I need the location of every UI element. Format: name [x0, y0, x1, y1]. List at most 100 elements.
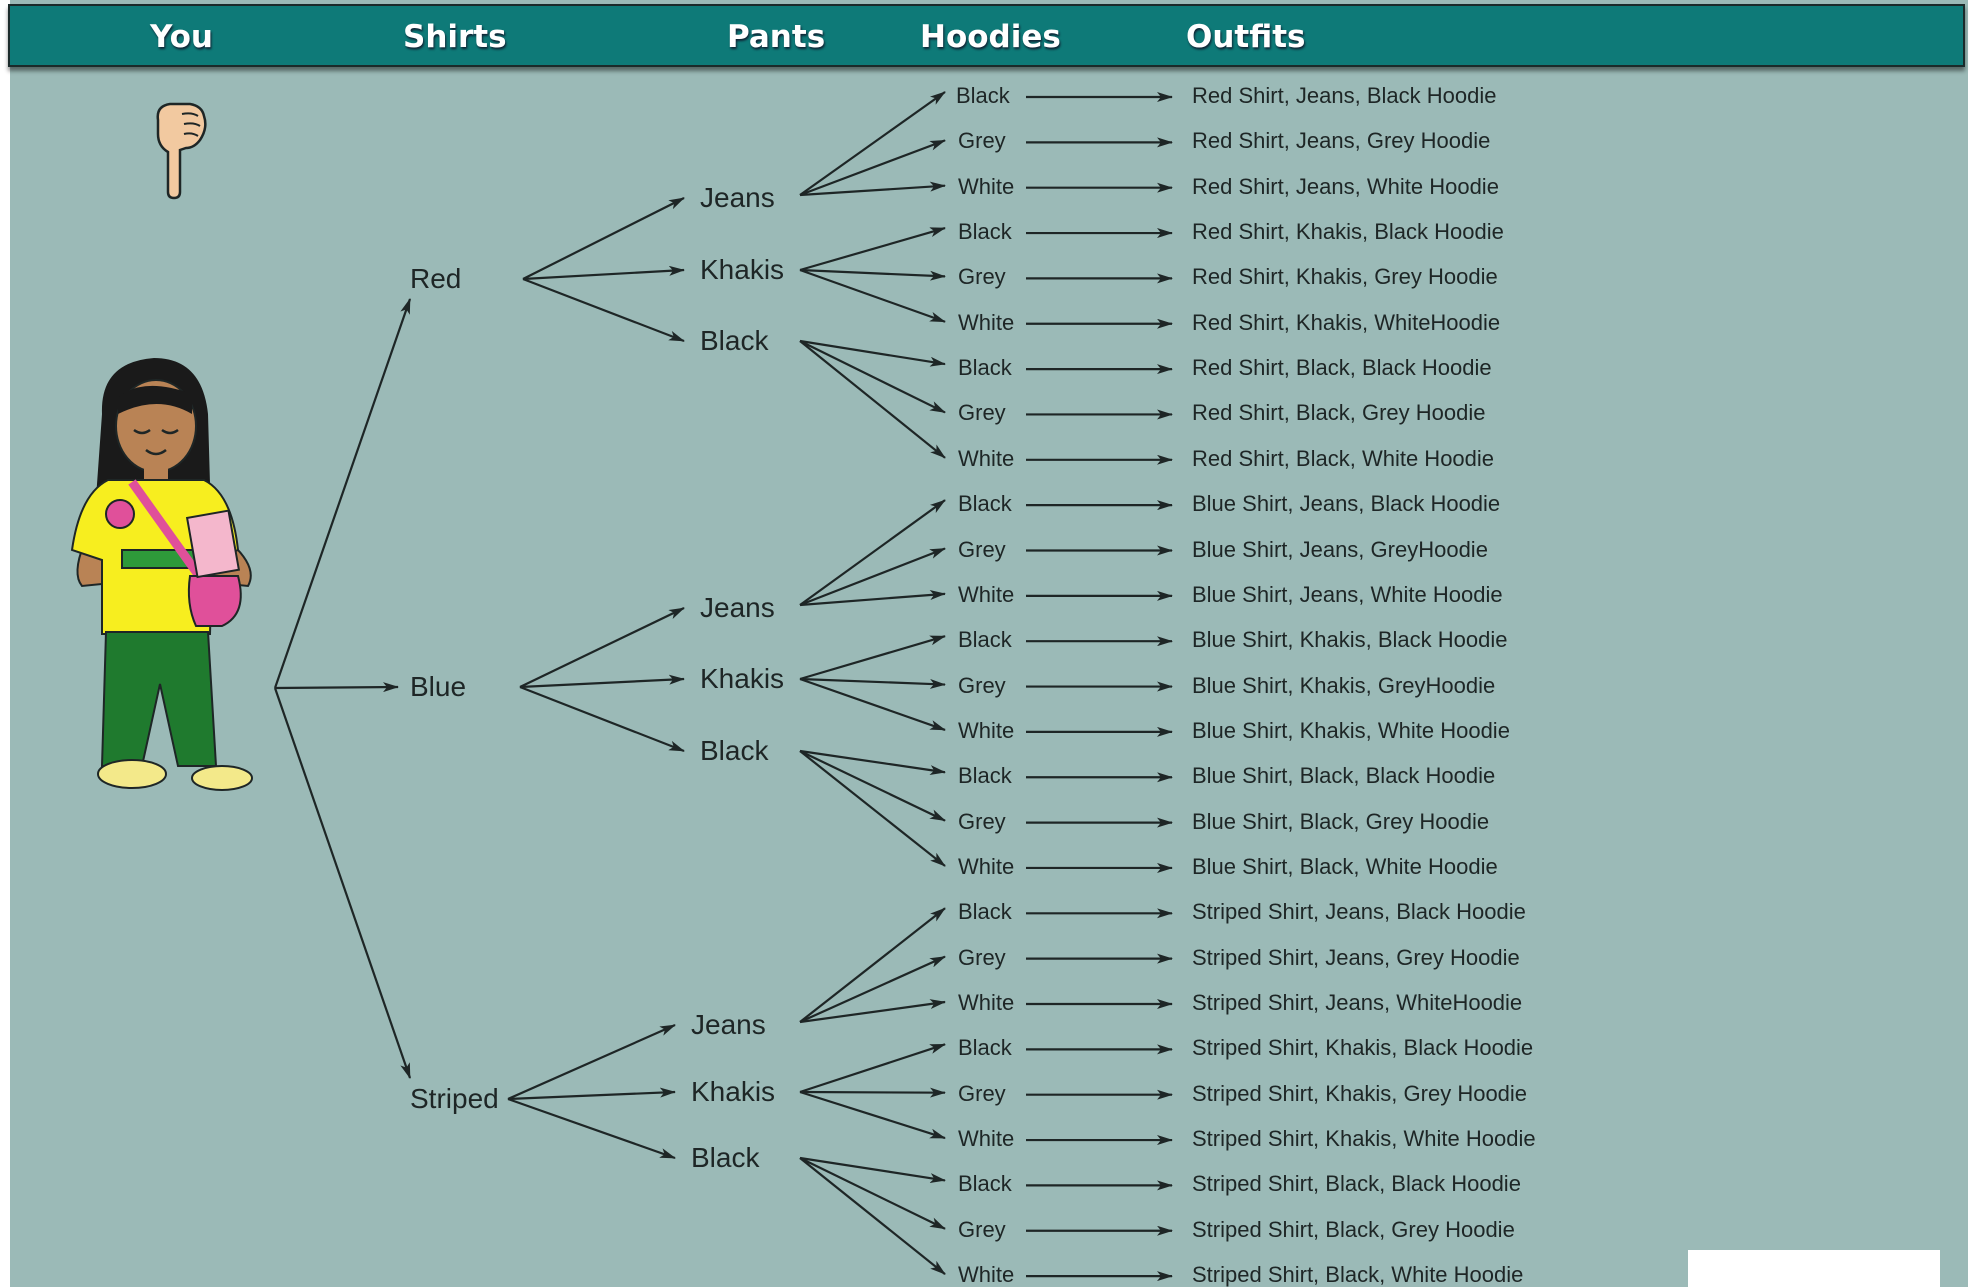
arrow-you-to-blue	[274, 682, 399, 693]
girl-illustration	[70, 358, 253, 791]
shirt-blue: Blue	[410, 671, 467, 702]
arrow-pants-to-hoodie	[799, 139, 946, 197]
outfit-item: Red Shirt, Jeans, White Hoodie	[1192, 173, 1499, 199]
hoodie-grey: Grey	[958, 1216, 1006, 1242]
pants-black: Black	[700, 325, 769, 356]
header-pants: Pants	[727, 19, 826, 55]
hoodie-grey: Grey	[958, 264, 1006, 290]
outfit-item: Red Shirt, Khakis, WhiteHoodie	[1192, 309, 1501, 335]
pants-khakis: Khakis	[700, 663, 785, 694]
arrow-pants-to-hoodie	[799, 635, 946, 681]
outfit-item: Striped Shirt, Jeans, Black Hoodie	[1192, 899, 1526, 925]
header-shirts: Shirts	[403, 19, 507, 55]
hoodie-black: Black	[956, 83, 1010, 108]
outfit-item: Blue Shirt, Black, White Hoodie	[1192, 853, 1498, 879]
header-you: You	[150, 19, 213, 55]
arrow-pants-to-hoodie	[799, 1157, 946, 1230]
hoodie-white: White	[958, 717, 1015, 743]
pants-khakis: Khakis	[691, 1076, 776, 1107]
arrow-you-to-striped	[273, 687, 412, 1079]
outfit-item: Red Shirt, Khakis, Black Hoodie	[1192, 219, 1504, 245]
arrow-pants-to-hoodie	[799, 677, 946, 689]
outfit-item: Striped Shirt, Black, Grey Hoodie	[1192, 1216, 1515, 1242]
shirt-red: Red	[410, 263, 462, 294]
arrow-striped-to-jeans	[507, 1023, 676, 1101]
arrow-red-to-jeans	[522, 197, 685, 280]
outfit-item: Striped Shirt, Khakis, Black Hoodie	[1192, 1035, 1534, 1061]
outfit-item: Red Shirt, Khakis, Grey Hoodie	[1192, 264, 1498, 290]
shirt-striped: Striped	[410, 1083, 499, 1114]
hoodie-black: Black	[958, 355, 1012, 381]
hoodie-grey: Grey	[958, 944, 1006, 970]
outfit-item: Red Shirt, Black, Black Hoodie	[1192, 355, 1492, 381]
pants-jeans: Jeans	[700, 592, 775, 623]
outfit-item: Blue Shirt, Black, Grey Hoodie	[1192, 808, 1490, 834]
hoodie-white: White	[958, 309, 1015, 335]
hoodie-grey: Grey	[958, 808, 1006, 834]
pants-jeans: Jeans	[700, 182, 775, 213]
arrow-pants-to-hoodie	[799, 677, 946, 731]
arrow-pants-to-hoodie	[799, 955, 946, 1024]
outfit-item: Striped Shirt, Khakis, White Hoodie	[1192, 1126, 1536, 1152]
arrow-pants-to-hoodie	[799, 1087, 946, 1098]
diagram-board	[10, 0, 1968, 1287]
hoodie-black: Black	[958, 1035, 1012, 1061]
outfit-item: Striped Shirt, Black, Black Hoodie	[1192, 1171, 1521, 1197]
pants-khakis: Khakis	[700, 254, 785, 285]
hoodie-white: White	[958, 853, 1015, 879]
pointing-hand-icon	[156, 102, 207, 200]
hoodie-grey: Grey	[958, 400, 1006, 426]
arrow-pants-to-hoodie	[799, 1090, 946, 1140]
arrow-pants-to-hoodie	[799, 999, 946, 1024]
arrow-pants-to-hoodie	[799, 1156, 946, 1184]
hoodie-black: Black	[958, 899, 1012, 925]
outfit-item: Red Shirt, Jeans, Grey Hoodie	[1192, 128, 1491, 154]
arrow-pants-to-hoodie	[799, 750, 946, 867]
arrow-pants-to-hoodie	[799, 1043, 946, 1094]
outfit-item: Red Shirt, Jeans, Black Hoodie	[1192, 83, 1497, 108]
outfit-item: Blue Shirt, Khakis, Black Hoodie	[1192, 627, 1508, 653]
outfit-item: Blue Shirt, Jeans, GreyHoodie	[1192, 536, 1488, 562]
hoodie-white: White	[958, 1262, 1015, 1288]
arrow-pants-to-hoodie	[799, 268, 946, 281]
hoodie-grey: Grey	[958, 672, 1006, 698]
outfit-item: Blue Shirt, Jeans, White Hoodie	[1192, 581, 1503, 607]
arrow-blue-to-black	[519, 685, 685, 753]
hoodie-white: White	[958, 173, 1015, 199]
outfit-item: Striped Shirt, Jeans, Grey Hoodie	[1192, 944, 1520, 970]
hoodie-black: Black	[958, 627, 1012, 653]
hoodie-black: Black	[958, 491, 1012, 517]
arrow-pants-to-hoodie	[799, 181, 946, 197]
arrow-pants-to-hoodie	[799, 547, 946, 607]
outfit-item: Striped Shirt, Khakis, Grey Hoodie	[1192, 1080, 1528, 1106]
hoodie-white: White	[958, 581, 1015, 607]
arrow-pants-to-hoodie	[799, 907, 946, 1023]
arrow-striped-to-khakis	[507, 1087, 676, 1101]
hoodie-black: Black	[958, 219, 1012, 245]
corner-card	[1688, 1250, 1940, 1287]
hoodie-white: White	[958, 445, 1015, 471]
outfit-item: Blue Shirt, Khakis, White Hoodie	[1192, 717, 1510, 743]
arrow-pants-to-hoodie	[799, 749, 946, 776]
arrow-you-to-red	[273, 298, 412, 689]
hoodie-grey: Grey	[958, 128, 1006, 154]
arrow-blue-to-khakis	[519, 674, 685, 689]
arrow-pants-to-hoodie	[799, 1157, 946, 1275]
hoodie-white: White	[958, 990, 1015, 1015]
arrow-pants-to-hoodie	[799, 340, 946, 459]
outfit-item: Blue Shirt, Jeans, Black Hoodie	[1192, 491, 1501, 517]
arrow-pants-to-hoodie	[799, 91, 946, 196]
arrow-pants-to-hoodie	[799, 590, 946, 607]
arrow-pants-to-hoodie	[799, 226, 946, 272]
arrow-pants-to-hoodie	[799, 340, 946, 414]
pants-black: Black	[700, 735, 769, 766]
outfit-item: Striped Shirt, Black, White Hoodie	[1192, 1262, 1524, 1288]
hoodie-black: Black	[958, 763, 1012, 789]
hoodie-black: Black	[958, 1171, 1012, 1197]
pants-jeans: Jeans	[691, 1009, 766, 1040]
pants-black: Black	[691, 1142, 760, 1173]
header-hoodies: Hoodies	[920, 19, 1061, 55]
arrow-pants-to-hoodie	[799, 499, 946, 606]
arrow-pants-to-hoodie	[799, 750, 946, 822]
